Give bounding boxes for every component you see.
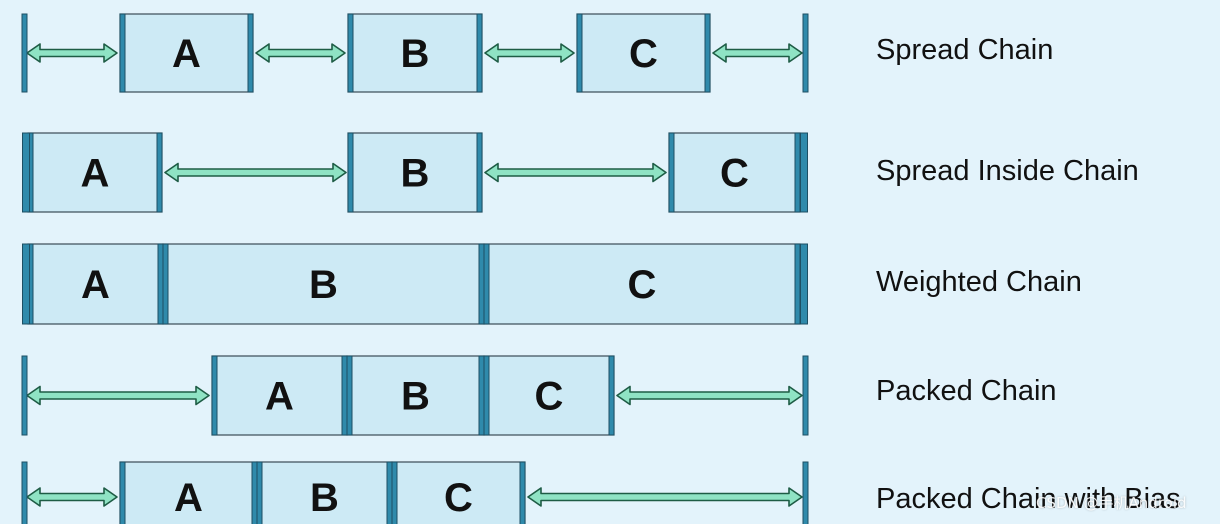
box-edge-packed-1-right — [478, 355, 485, 436]
watermark: CSDN @手机Android — [1036, 494, 1187, 512]
arrow-spread-2 — [255, 43, 346, 63]
box-packed-b — [346, 355, 485, 436]
arrow-spread-4 — [712, 43, 803, 63]
box-spread-inside-a — [27, 132, 163, 213]
box-edge-weighted-0-right — [157, 243, 164, 325]
wall-left-spread — [21, 13, 28, 93]
box-label-weighted-0: A — [81, 263, 110, 307]
arrow-spread-1 — [26, 43, 118, 63]
box-edge-packed-2-right — [608, 355, 615, 436]
row-label-packed-chain: Packed Chain — [876, 375, 1057, 407]
box-edge-packed-bias-2-left — [391, 461, 398, 524]
box-edge-packed-1-left — [346, 355, 353, 436]
box-label-packed-bias-2: C — [444, 476, 473, 520]
box-edge-weighted-1-right — [478, 243, 485, 325]
box-edge-packed-bias-1-left — [256, 461, 263, 524]
arrow-spread-inside-2 — [484, 162, 667, 183]
box-label-packed-0: A — [265, 375, 294, 419]
wall-right-spread-inside — [800, 132, 808, 213]
box-edge-spread-inside-2-right — [794, 132, 801, 213]
box-edge-spread-inside-1-right — [476, 132, 483, 213]
box-edge-spread-0-right — [247, 13, 254, 93]
box-label-weighted-2: C — [628, 263, 657, 307]
box-packed-bias-c — [391, 461, 526, 524]
arrow-spread-3 — [484, 43, 575, 63]
box-edge-packed-bias-2-right — [519, 461, 526, 524]
box-spread-inside-b — [347, 132, 483, 213]
row-label-packed-chain-with-bias: Packed Chain with Bias — [876, 483, 1181, 515]
box-spread-c — [576, 13, 711, 93]
box-edge-spread-1-right — [476, 13, 483, 93]
box-edge-spread-inside-1-left — [347, 132, 354, 213]
box-edge-packed-bias-0-right — [251, 461, 258, 524]
row-label-spread-inside-chain: Spread Inside Chain — [876, 155, 1139, 187]
box-edge-spread-inside-0-right — [156, 132, 163, 213]
wall-left-spread-inside — [22, 132, 30, 213]
box-spread-b — [347, 13, 483, 93]
box-packed-bias-a — [119, 461, 258, 524]
arrow-spread-inside-1 — [164, 162, 347, 183]
box-packed-bias-b — [256, 461, 393, 524]
box-edge-spread-2-left — [576, 13, 583, 93]
wall-right-packed — [802, 355, 809, 436]
arrow-packed-bias-2 — [527, 487, 803, 507]
box-edge-packed-bias-1-right — [386, 461, 393, 524]
box-spread-a — [119, 13, 254, 93]
box-label-packed-bias-0: A — [174, 476, 203, 520]
box-weighted-c — [483, 243, 801, 325]
box-label-spread-2: C — [629, 32, 658, 76]
wall-right-spread — [802, 13, 809, 93]
box-edge-packed-0-left — [211, 355, 218, 436]
box-label-spread-inside-1: B — [401, 152, 430, 196]
wall-left-packed-bias — [21, 461, 28, 524]
box-label-packed-2: C — [535, 375, 564, 419]
box-label-spread-inside-0: A — [81, 152, 110, 196]
box-packed-c — [483, 355, 615, 436]
wall-right-packed-bias — [802, 461, 809, 524]
box-edge-spread-0-left — [119, 13, 126, 93]
box-spread-inside-c — [668, 132, 801, 213]
box-edge-spread-1-left — [347, 13, 354, 93]
box-edge-weighted-2-left — [483, 243, 490, 325]
wall-left-packed — [21, 355, 28, 436]
arrow-packed-1 — [26, 385, 210, 406]
box-edge-weighted-1-left — [162, 243, 169, 325]
box-label-weighted-1: B — [309, 263, 338, 307]
box-label-spread-0: A — [172, 32, 201, 76]
arrow-packed-bias-1 — [26, 487, 118, 507]
row-label-weighted-chain: Weighted Chain — [876, 266, 1082, 298]
box-edge-weighted-2-right — [794, 243, 801, 325]
box-edge-spread-2-right — [704, 13, 711, 93]
box-label-spread-inside-2: C — [720, 152, 749, 196]
box-edge-packed-0-right — [341, 355, 348, 436]
box-edge-packed-bias-0-left — [119, 461, 126, 524]
box-weighted-a — [27, 243, 164, 325]
arrow-packed-2 — [616, 385, 803, 406]
box-weighted-b — [162, 243, 485, 325]
wall-right-weighted — [800, 243, 808, 325]
wall-left-weighted — [22, 243, 30, 325]
box-edge-packed-2-left — [483, 355, 490, 436]
box-edge-spread-inside-2-left — [668, 132, 675, 213]
row-label-spread-chain: Spread Chain — [876, 34, 1054, 66]
box-label-packed-bias-1: B — [310, 476, 339, 520]
box-label-packed-1: B — [401, 375, 430, 419]
box-label-spread-1: B — [401, 32, 430, 76]
